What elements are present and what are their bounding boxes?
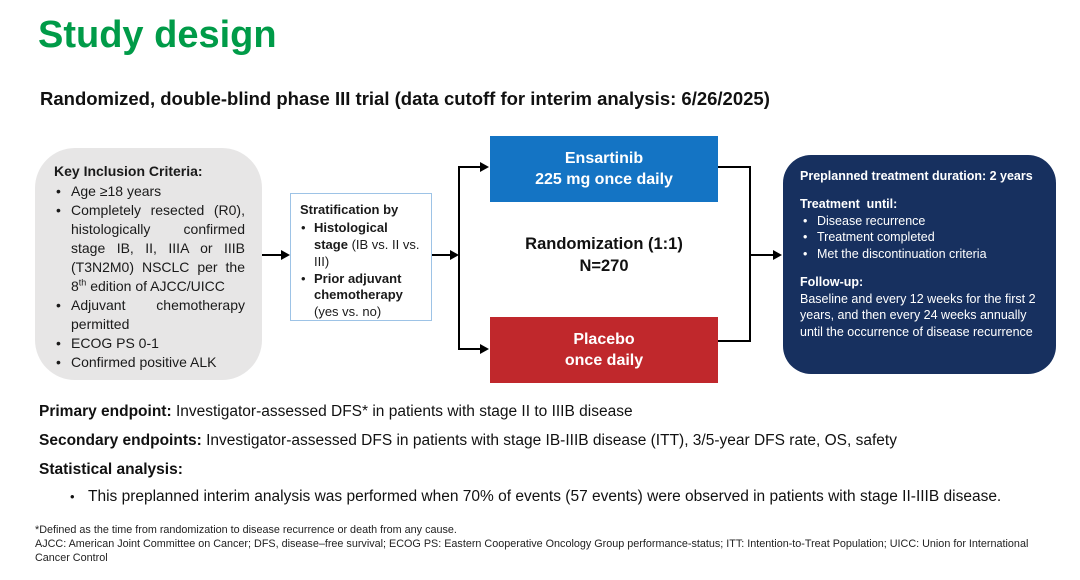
followup-text: Baseline and every 12 weeks for the firs…	[800, 291, 1036, 340]
arrow-right-icon	[480, 344, 489, 354]
stratification-item: Prior adjuvant chemotherapy (yes vs. no)	[300, 271, 425, 322]
inclusion-criteria-box: Key Inclusion Criteria: Age ≥18 years Co…	[35, 148, 262, 380]
inclusion-item-text: Confirmed positive ALK	[71, 354, 217, 371]
placebo-arm-dose: once daily	[564, 352, 644, 369]
statistical-analysis-label: Statistical analysis:	[39, 461, 183, 478]
treatment-until-item: Met the discontinuation criteria	[800, 246, 1042, 263]
stratification-item-text: (yes vs. no)	[314, 304, 382, 320]
ensartinib-arm-name: Ensartinib	[564, 149, 644, 167]
arrow-right-icon	[450, 250, 459, 260]
inclusion-item: Confirmed positive ALK	[54, 353, 245, 372]
inclusion-item: ECOG PS 0-1	[54, 334, 245, 353]
ensartinib-arm-box: Ensartinib 225 mg once daily	[490, 136, 718, 202]
primary-endpoint-text: Investigator-assessed DFS* in patients w…	[171, 403, 633, 420]
primary-endpoint-label: Primary endpoint:	[39, 403, 172, 420]
inclusion-item-text: Adjuvant chemotherapy permitted	[71, 297, 245, 333]
arrow-right-icon	[773, 250, 782, 260]
followup-heading: Follow-up:	[800, 274, 864, 289]
connector-line	[262, 254, 282, 256]
footnote-abbreviations: AJCC: American Joint Committee on Cancer…	[35, 538, 1029, 565]
stratification-list: Histological stage (IB vs. II vs. III) P…	[300, 220, 425, 321]
primary-endpoint-line: Primary endpoint: Investigator-assessed …	[39, 403, 633, 421]
connector-line	[718, 166, 751, 168]
statistical-analysis-line: Statistical analysis:	[39, 461, 183, 479]
treatment-until-heading: Treatment until:	[800, 196, 898, 211]
treatment-box: Preplanned treatment duration: 2 years T…	[783, 155, 1056, 374]
inclusion-item: Adjuvant chemotherapy permitted	[54, 296, 245, 334]
connector-line	[458, 166, 460, 350]
stratification-item-bold: Histological stage	[314, 219, 388, 252]
placebo-arm-name: Placebo	[573, 330, 635, 348]
stratification-box: Stratification by Histological stage (IB…	[290, 193, 432, 321]
connector-line	[749, 254, 774, 256]
treatment-until-item: Treatment completed	[800, 229, 1042, 246]
treatment-duration: Preplanned treatment duration: 2 years	[800, 169, 1033, 183]
statistical-analysis-bullet: This preplanned interim analysis was per…	[70, 488, 1001, 506]
ensartinib-arm-dose: 225 mg once daily	[535, 171, 673, 188]
stratification-heading: Stratification by	[300, 202, 399, 217]
treatment-until-item: Disease recurrence	[800, 213, 1042, 230]
connector-line	[718, 340, 751, 342]
secondary-endpoint-text: Investigator-assessed DFS in patients wi…	[201, 432, 897, 449]
stratification-item-bold: Prior adjuvant chemotherapy	[314, 270, 403, 303]
randomization-label: Randomization (1:1) N=270	[478, 234, 730, 278]
connector-line	[432, 254, 451, 256]
randomization-ratio: Randomization (1:1)	[525, 235, 683, 253]
secondary-endpoint-line: Secondary endpoints: Investigator-assess…	[39, 432, 897, 450]
inclusion-item-text: ECOG PS 0-1	[71, 335, 159, 352]
ordinal-superscript: th	[78, 277, 87, 288]
inclusion-list: Age ≥18 years Completely resected (R0), …	[54, 182, 245, 372]
secondary-endpoint-label: Secondary endpoints:	[39, 432, 202, 449]
inclusion-item: Completely resected (R0), histologically…	[54, 201, 245, 296]
slide-subtitle: Randomized, double-blind phase III trial…	[40, 88, 770, 109]
inclusion-item-text: Completely resected (R0), histologically…	[71, 202, 245, 295]
inclusion-item-text: edition of AJCC/UICC	[86, 278, 225, 295]
page-title: Study design	[38, 14, 277, 56]
connector-line	[458, 166, 481, 168]
connector-line	[458, 348, 481, 350]
treatment-until-list: Disease recurrence Treatment completed M…	[800, 213, 1042, 263]
arrow-right-icon	[281, 250, 290, 260]
inclusion-item: Age ≥18 years	[54, 182, 245, 201]
inclusion-heading: Key Inclusion Criteria:	[54, 163, 203, 179]
arrow-right-icon	[480, 162, 489, 172]
stratification-item-text: (IB vs. II vs. III)	[314, 236, 420, 269]
inclusion-item-text: Age ≥18 years	[71, 183, 162, 200]
randomization-n: N=270	[579, 256, 629, 275]
stratification-item: Histological stage (IB vs. II vs. III)	[300, 220, 425, 271]
footnote-definition: *Defined as the time from randomization …	[35, 524, 457, 536]
placebo-arm-box: Placebo once daily	[490, 317, 718, 383]
